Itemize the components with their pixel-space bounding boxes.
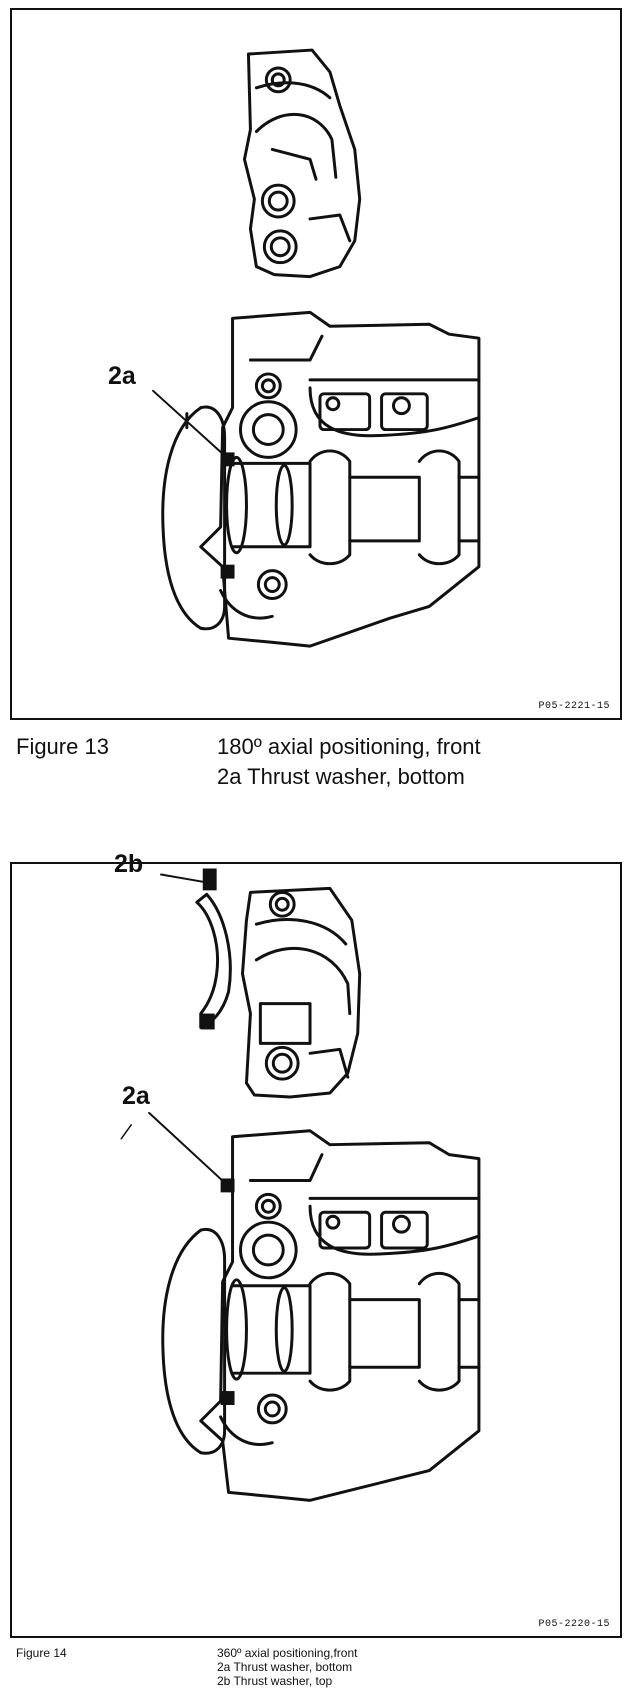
engine-block-drawing (161, 1129, 481, 1502)
callout-2a: 2a (122, 1082, 150, 1110)
caption-line: 2a Thrust washer, bottom (217, 764, 465, 789)
figure-reference-code: P05-2221-15 (538, 701, 610, 712)
figure-14-frame: 2b 2a P05-2220-15 (10, 850, 622, 1638)
callout-2a: 2a (108, 362, 136, 390)
figure-14-caption: Figure 14 360º axial positioning,front 2… (16, 1646, 616, 1688)
bearing-cap-drawing (242, 48, 362, 279)
caption-line: 2b Thrust washer, top (217, 1674, 333, 1688)
figure-13-illustration (152, 48, 481, 648)
figure-13-frame: 2a P05-2221-15 (10, 8, 622, 720)
caption-line: 360º axial positioning,front (217, 1646, 358, 1660)
figure-number: Figure 13 (16, 734, 109, 759)
caption-lines: 360º axial positioning,front 2a Thrust w… (217, 1646, 357, 1688)
caption-lines: 180º axial positioning, front 2a Thrust … (217, 732, 481, 792)
thrust-washer-marks (220, 452, 235, 579)
figure-reference-code: P05-2220-15 (538, 1619, 610, 1630)
caption-line: 180º axial positioning, front (217, 734, 481, 759)
caption-line: 2a Thrust washer, bottom (217, 1660, 353, 1674)
engine-block-drawing (161, 310, 481, 648)
callout-2b: 2b (114, 850, 144, 878)
figure-14-illustration (120, 868, 481, 1502)
thrust-washer-marks (200, 868, 235, 1405)
figure-number: Figure 14 (16, 1646, 67, 1660)
figure-14-caption-continued (16, 1650, 616, 1688)
bearing-cap-drawing (240, 886, 362, 1099)
figure-13-caption: Figure 13 180º axial positioning, front … (16, 732, 616, 796)
thrust-washer-top-drawing (195, 892, 232, 1029)
